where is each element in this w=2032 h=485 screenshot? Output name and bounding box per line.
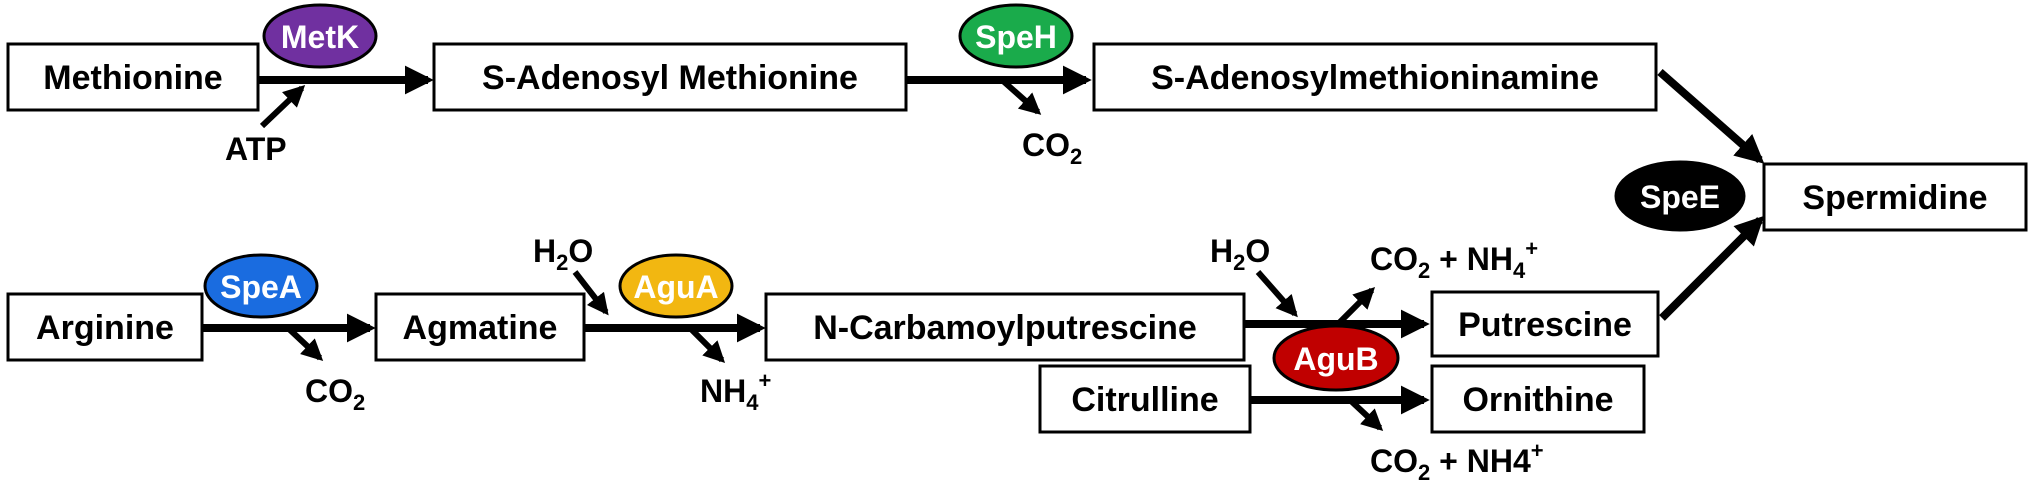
arginine-label: Arginine [36, 309, 174, 347]
putrescine-node: Putrescine [1430, 290, 1660, 358]
speh-co2-label: CO2 [1022, 127, 1082, 169]
agua-h2o-input-arrow [572, 270, 609, 316]
ncp-label: N-Carbamoylputrescine [813, 309, 1197, 347]
spermidine-node: Spermidine [1762, 162, 2028, 232]
ornithine-byproducts-label: CO2 + NH4+ [1370, 438, 1544, 485]
agub-label: AguB [1293, 341, 1378, 377]
atp-input-arrow [259, 85, 306, 129]
agmatine-label: Agmatine [403, 309, 558, 347]
spea-label: SpeA [220, 269, 302, 305]
putrescine-label: Putrescine [1458, 306, 1632, 344]
ornithine-co2-nh4-output-arrow [1347, 397, 1384, 431]
spea-ellipse [203, 253, 319, 319]
spea-co2-label: CO2 [305, 373, 365, 415]
agua-h2o-label: H2O [533, 233, 593, 275]
agua-label: AguA [633, 269, 718, 305]
methionine-node: Methionine [6, 42, 260, 112]
metk-enzyme: MetK [262, 3, 378, 69]
sam-label: S-Adenosyl Methionine [482, 59, 858, 97]
putrescine-to-spermidine-arrow [1659, 215, 1765, 321]
agua-nh4-label: NH4+ [700, 368, 771, 415]
agmatine-node: Agmatine [374, 292, 586, 362]
atp-label: ATP [225, 131, 287, 167]
agub-h2o-label: H2O [1210, 233, 1270, 275]
speh-ellipse [958, 3, 1074, 69]
speh-enzyme: SpeH [958, 3, 1074, 69]
ornithine-node: Ornithine [1430, 364, 1646, 434]
speh-co2-output-arrow [1000, 77, 1042, 115]
spee-ellipse [1614, 160, 1746, 232]
agua-ellipse [618, 253, 734, 319]
metk-ellipse [262, 3, 378, 69]
putrescine-byproducts-label: CO2 + NH4+ [1370, 236, 1538, 283]
citrulline-node: Citrulline [1038, 364, 1252, 434]
speh-label: SpeH [975, 19, 1057, 55]
agub-ellipse [1272, 324, 1400, 392]
methionine-label: Methionine [43, 59, 222, 97]
spee-enzyme: SpeE [1614, 160, 1746, 232]
samine-label: S-Adenosylmethioninamine [1151, 59, 1599, 97]
agub-enzyme: AguB [1272, 324, 1400, 392]
spea-co2-output-arrow [285, 325, 324, 361]
putrescine-co2-nh4-output-arrow [1335, 286, 1376, 327]
spee-label: SpeE [1640, 179, 1720, 215]
ncp-node: N-Carbamoylputrescine [764, 292, 1246, 362]
citrulline-label: Citrulline [1071, 381, 1218, 419]
ornithine-label: Ornithine [1462, 381, 1613, 419]
agub-h2o-input-arrow [1255, 270, 1298, 318]
arginine-node: Arginine [6, 292, 204, 362]
samine-node: S-Adenosylmethioninamine [1092, 42, 1658, 112]
samine-to-spermidine-arrow [1657, 68, 1765, 164]
agua-nh4-output-arrow [687, 325, 726, 364]
spea-enzyme: SpeA [203, 253, 319, 319]
metk-label: MetK [281, 19, 359, 55]
agua-enzyme: AguA [618, 253, 734, 319]
sam-node: S-Adenosyl Methionine [432, 42, 908, 112]
spermidine-label: Spermidine [1802, 179, 1987, 217]
